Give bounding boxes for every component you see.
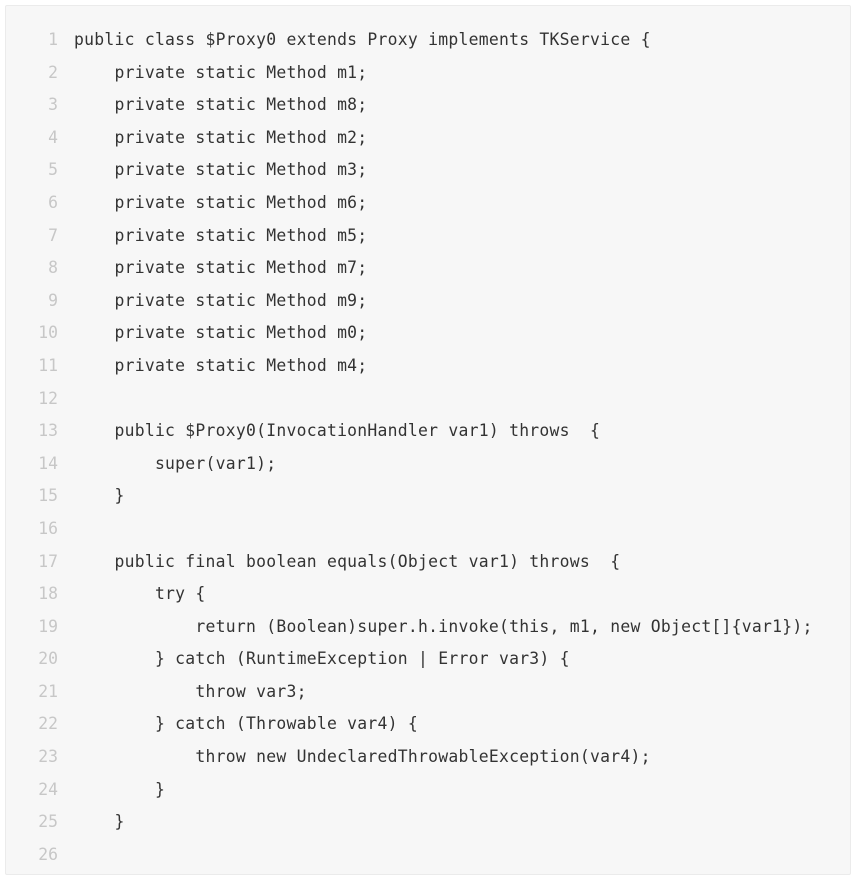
line-number: 4 <box>48 127 58 147</box>
line-code: private static Method m1; <box>74 62 368 82</box>
line-code: } catch (RuntimeException | Error var3) … <box>74 649 570 669</box>
code-line: 16 <box>6 513 850 546</box>
line-number: 13 <box>38 421 58 441</box>
line-number: 23 <box>38 747 58 767</box>
code-line: 26 <box>6 839 850 872</box>
line-code: private static Method m3; <box>74 160 368 180</box>
code-lines: 1 public class $Proxy0 extends Proxy impl… <box>6 24 850 871</box>
code-line: 24 } <box>6 774 850 807</box>
line-code: public class $Proxy0 extends Proxy imple… <box>74 30 651 49</box>
line-number: 25 <box>38 812 58 832</box>
code-line: 9 private static Method m9; <box>6 285 850 318</box>
line-code: private static Method m4; <box>74 355 368 375</box>
line-code: } <box>74 812 125 832</box>
line-number: 15 <box>38 486 58 506</box>
line-number: 19 <box>38 616 58 636</box>
line-number: 16 <box>38 518 58 538</box>
line-number: 20 <box>38 649 58 669</box>
line-number: 12 <box>38 388 58 408</box>
code-line: 17 public final boolean equals(Object va… <box>6 546 850 579</box>
line-code: public final boolean equals(Object var1)… <box>74 551 621 571</box>
line-code: private static Method m8; <box>74 95 368 115</box>
line-number: 17 <box>38 551 58 571</box>
code-line: 23 throw new UndeclaredThrowableExceptio… <box>6 741 850 774</box>
line-code: throw var3; <box>74 681 307 701</box>
line-number: 10 <box>38 323 58 343</box>
code-line: 4 private static Method m2; <box>6 122 850 155</box>
line-code: public $Proxy0(InvocationHandler var1) t… <box>74 421 601 441</box>
code-line: 18 try { <box>6 578 850 611</box>
line-number: 2 <box>48 62 58 82</box>
code-line: 5 private static Method m3; <box>6 154 850 187</box>
code-line: 19 return (Boolean)super.h.invoke(this, … <box>6 611 850 644</box>
line-code: return (Boolean)super.h.invoke(this, m1,… <box>74 616 813 636</box>
code-line: 3 private static Method m8; <box>6 89 850 122</box>
code-line: 6 private static Method m6; <box>6 187 850 220</box>
line-number: 7 <box>48 225 58 245</box>
line-code: super(var1); <box>74 453 277 473</box>
line-number: 8 <box>48 258 58 278</box>
code-line: 12 <box>6 383 850 416</box>
code-line: 21 throw var3; <box>6 676 850 709</box>
line-code: } catch (Throwable var4) { <box>74 714 419 734</box>
code-line: 8 private static Method m7; <box>6 252 850 285</box>
code-line: 14 super(var1); <box>6 448 850 481</box>
line-code: } <box>74 486 125 506</box>
line-number: 3 <box>48 95 58 115</box>
line-code: } <box>74 779 166 799</box>
line-code: throw new UndeclaredThrowableException(v… <box>74 747 651 767</box>
line-number: 24 <box>38 779 58 799</box>
code-block: 1 public class $Proxy0 extends Proxy impl… <box>5 5 851 875</box>
code-line: 2 private static Method m1; <box>6 57 850 90</box>
line-code: private static Method m0; <box>74 323 368 343</box>
code-line: 11 private static Method m4; <box>6 350 850 383</box>
code-line: 1 public class $Proxy0 extends Proxy impl… <box>6 24 850 57</box>
code-line: 7 private static Method m5; <box>6 220 850 253</box>
line-number: 21 <box>38 681 58 701</box>
line-number: 1 <box>48 30 58 49</box>
code-line: 13 public $Proxy0(InvocationHandler var1… <box>6 415 850 448</box>
line-number: 22 <box>38 714 58 734</box>
line-number: 14 <box>38 453 58 473</box>
line-number: 9 <box>48 290 58 310</box>
code-line: 25 } <box>6 806 850 839</box>
line-code: try { <box>74 584 206 604</box>
code-line: 20 } catch (RuntimeException | Error var… <box>6 643 850 676</box>
line-code: private static Method m9; <box>74 290 368 310</box>
line-number: 5 <box>48 160 58 180</box>
code-line: 22 } catch (Throwable var4) { <box>6 708 850 741</box>
line-number: 11 <box>38 355 58 375</box>
code-line: 10 private static Method m0; <box>6 317 850 350</box>
line-code: private static Method m6; <box>74 192 368 212</box>
line-number: 26 <box>38 844 58 864</box>
line-code: private static Method m7; <box>74 258 368 278</box>
line-code: private static Method m5; <box>74 225 368 245</box>
code-line: 15 } <box>6 480 850 513</box>
line-code: private static Method m2; <box>74 127 368 147</box>
line-number: 6 <box>48 192 58 212</box>
line-number: 18 <box>38 584 58 604</box>
